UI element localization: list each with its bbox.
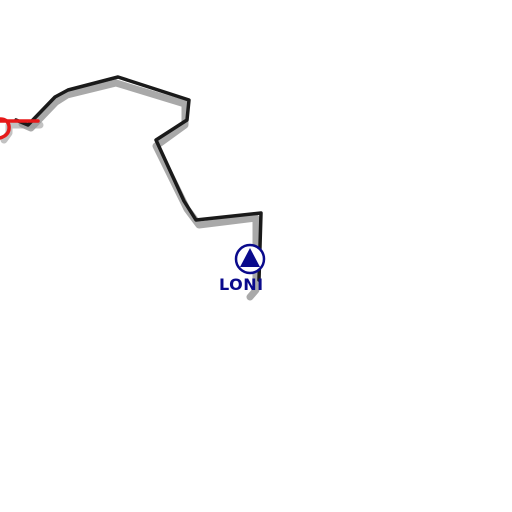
route-shadow [0, 79, 260, 301]
waypoint-label: LONI [219, 275, 264, 294]
route-line [14, 75, 263, 282]
route-highlight [0, 117, 40, 140]
waypoint-marker[interactable]: LONI [219, 243, 266, 294]
waypoint-triangle-icon [240, 248, 260, 267]
